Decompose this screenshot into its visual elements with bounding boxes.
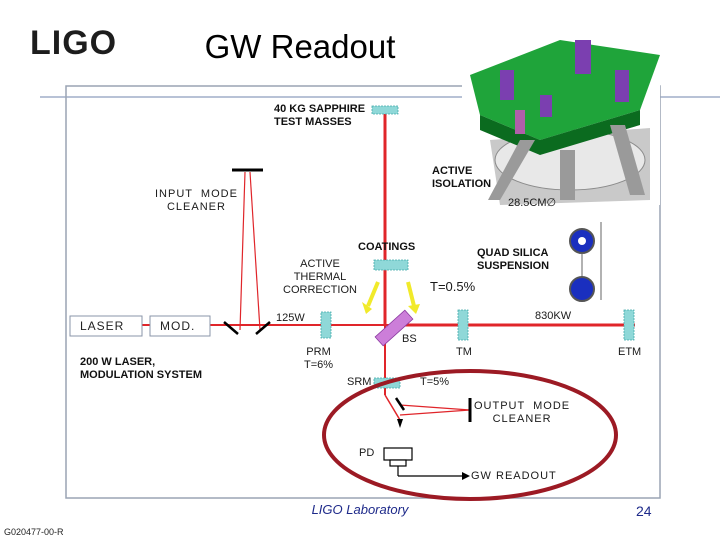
- label-prm: PRM T=6%: [304, 346, 334, 371]
- etm-optic: [623, 309, 635, 341]
- label-pd: PD: [359, 447, 375, 459]
- label-laser: LASER: [80, 319, 125, 333]
- photodiode: [383, 419, 470, 480]
- prm-optic: [320, 311, 332, 339]
- footer-lab-name: LIGO Laboratory: [311, 502, 409, 517]
- imc-left-mirror: [223, 321, 239, 335]
- label-transmission: T=0.5%: [430, 279, 476, 294]
- label-srm: SRM: [347, 376, 372, 388]
- label-etm: ETM: [618, 346, 642, 358]
- readout-highlight-ellipse: [322, 369, 618, 501]
- thermal-arrows: [362, 281, 420, 314]
- itm-y-optic: [371, 105, 399, 115]
- vacuum-enclosure: [65, 85, 661, 499]
- label-input-mode-cleaner: INPUT MODE CLEANER: [155, 188, 238, 213]
- label-output-mode-cleaner: OUTPUT MODE CLEANER: [474, 400, 571, 425]
- label-tm: TM: [456, 346, 472, 358]
- document-number: G020477-00-R: [4, 527, 64, 537]
- omc-steering-mirror: [394, 397, 406, 411]
- label-mod: MOD.: [160, 319, 196, 333]
- label-quad-suspension: QUAD SILICA SUSPENSION: [477, 247, 550, 272]
- laser-box: [69, 315, 143, 337]
- modulator-box: [149, 315, 211, 337]
- label-gw-readout: GW READOUT: [471, 470, 557, 482]
- label-srm-transmission: T=5%: [420, 376, 450, 388]
- slide-title: GW Readout: [204, 28, 396, 65]
- ligo-logo: LIGO: [30, 24, 118, 62]
- isolation-platform-render: [462, 40, 660, 205]
- beam-splitter: [374, 309, 414, 347]
- label-active-isolation: ACTIVE ISOLATION: [432, 165, 492, 190]
- label-coatings: COATINGS: [358, 241, 416, 253]
- label-bs: BS: [402, 333, 417, 345]
- label-size: 28.5CM∅: [508, 197, 557, 209]
- thermal-correction-optic: [373, 259, 409, 271]
- label-laser-system: 200 W LASER, MODULATION SYSTEM: [80, 356, 203, 381]
- label-thermal-correction: ACTIVE THERMAL CORRECTION: [283, 258, 357, 296]
- itm-x-optic: [457, 309, 469, 341]
- imc-right-mirror: [255, 321, 271, 335]
- suspension-masses: [569, 222, 602, 302]
- page-number: 24: [636, 503, 652, 519]
- label-arm-power: 830KW: [535, 310, 572, 322]
- label-laser-power: 125W: [276, 312, 305, 324]
- label-test-masses: 40 KG SAPPHIRE TEST MASSES: [274, 103, 366, 128]
- title-divider: [40, 96, 720, 98]
